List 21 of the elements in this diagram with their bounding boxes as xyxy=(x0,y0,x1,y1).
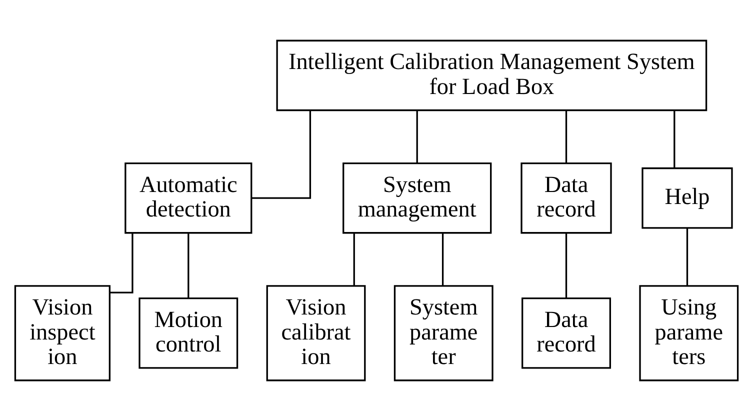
node-box: Automatic detection xyxy=(124,162,252,234)
node-box: Using parame ters xyxy=(639,284,739,381)
node-box: System parame ter xyxy=(394,284,494,381)
connector xyxy=(416,110,418,163)
node-box: Vision inspect ion xyxy=(14,284,110,381)
connector xyxy=(442,233,444,286)
node-box: System management xyxy=(342,162,492,234)
node-box: Data record xyxy=(520,162,612,234)
connector xyxy=(110,232,134,293)
connector xyxy=(565,233,568,298)
connector xyxy=(686,228,688,286)
node-box: Motion control xyxy=(138,297,238,368)
connector xyxy=(251,110,312,198)
connector xyxy=(674,110,676,168)
node-box: Vision calibrat ion xyxy=(266,284,366,381)
connector xyxy=(353,233,355,286)
connector xyxy=(188,233,190,298)
connector xyxy=(565,110,568,163)
node-box: Data record xyxy=(522,297,611,368)
node-box: Intelligent Calibration Management System for Load Box xyxy=(276,39,708,111)
node-box: Help xyxy=(642,166,733,228)
